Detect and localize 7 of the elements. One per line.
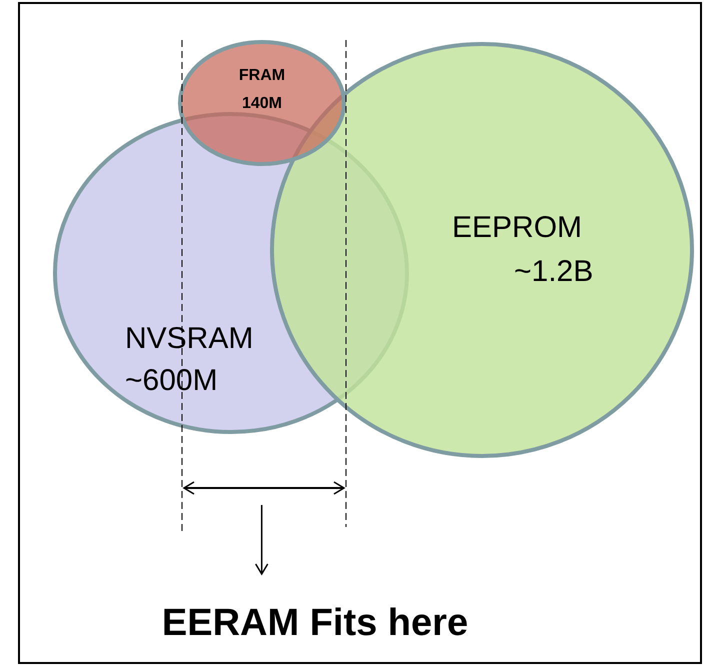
conclusion-text: EERAM Fits here [160,601,470,646]
circle-label: NVSRAM ~600M [125,321,254,399]
circle-label: FRAM 140M [238,66,286,114]
venn-circle [178,40,346,166]
circle-label: ~1.2B [514,254,594,290]
circle-label: EEPROM [452,210,584,246]
arrow [254,505,268,575]
